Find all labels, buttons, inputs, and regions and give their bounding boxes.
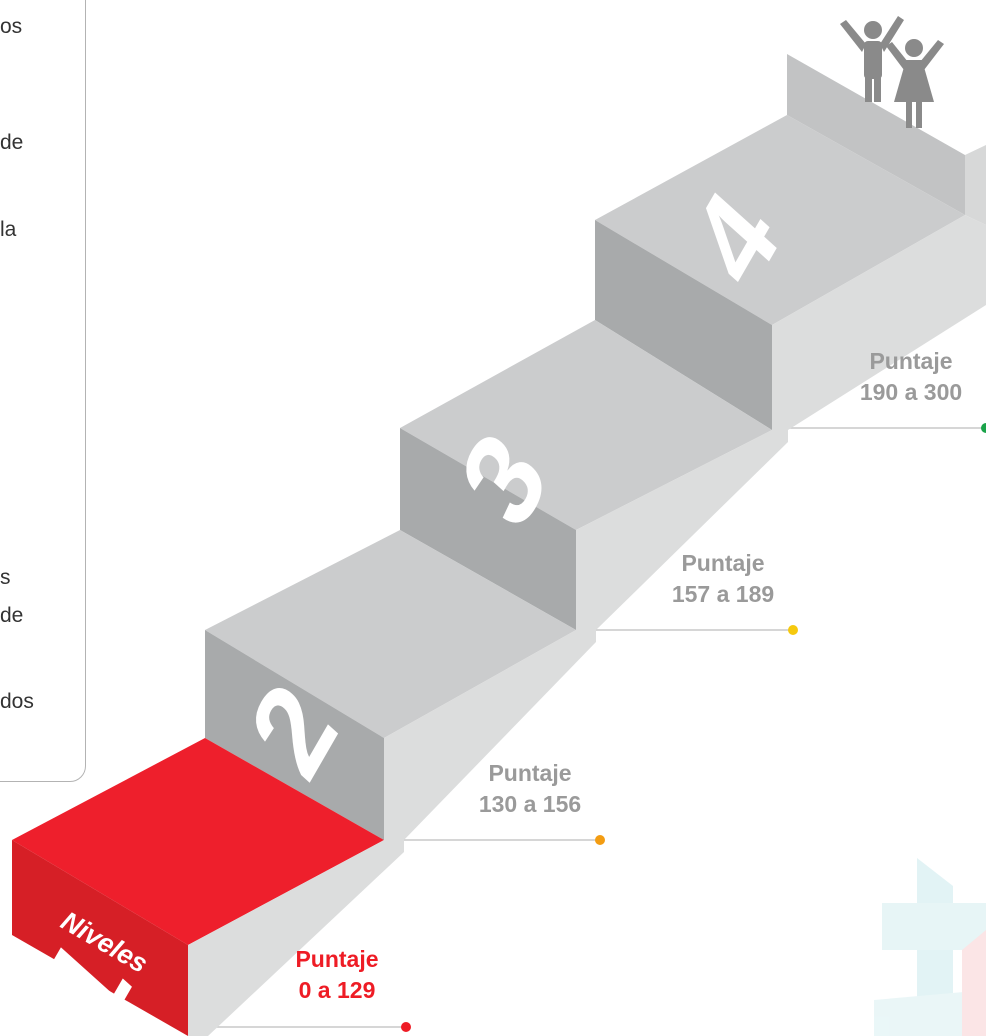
cross-logo-watermark bbox=[874, 858, 986, 1036]
side-text-fragment: os bbox=[0, 15, 23, 38]
score-range: 0 a 129 bbox=[298, 977, 376, 1003]
side-text-fragment: la bbox=[0, 218, 17, 241]
score-label-level-2: Puntaje 130 a 156 bbox=[455, 758, 605, 820]
step-3 bbox=[400, 320, 788, 630]
score-range: 190 a 300 bbox=[859, 379, 963, 405]
score-title: Puntaje bbox=[488, 760, 572, 786]
side-text-fragment: de bbox=[0, 131, 24, 154]
score-dot-2 bbox=[595, 835, 605, 845]
score-range: 157 a 189 bbox=[671, 581, 775, 607]
score-label-level-1: Puntaje 0 a 129 bbox=[262, 944, 412, 1006]
step-2 bbox=[205, 530, 596, 840]
side-text-panel bbox=[0, 0, 86, 782]
step-4 bbox=[595, 54, 986, 430]
score-dot-4 bbox=[981, 423, 986, 433]
side-text-fragment: de bbox=[0, 604, 24, 627]
score-label-level-3: Puntaje 157 a 189 bbox=[648, 548, 798, 610]
score-dot-1 bbox=[401, 1022, 411, 1032]
score-range: 130 a 156 bbox=[478, 791, 582, 817]
woman-figure-icon bbox=[886, 39, 944, 128]
score-dot-3 bbox=[788, 625, 798, 635]
side-text-fragment: s bbox=[0, 566, 11, 589]
score-title: Puntaje bbox=[869, 348, 953, 374]
connector-lines bbox=[205, 427, 986, 1028]
score-title: Puntaje bbox=[681, 550, 765, 576]
man-figure-icon bbox=[840, 16, 904, 102]
score-label-level-4: Puntaje 190 a 300 bbox=[836, 346, 986, 408]
score-title: Puntaje bbox=[295, 946, 379, 972]
step-1 bbox=[12, 738, 404, 1036]
side-text-fragment: dos bbox=[0, 690, 34, 713]
